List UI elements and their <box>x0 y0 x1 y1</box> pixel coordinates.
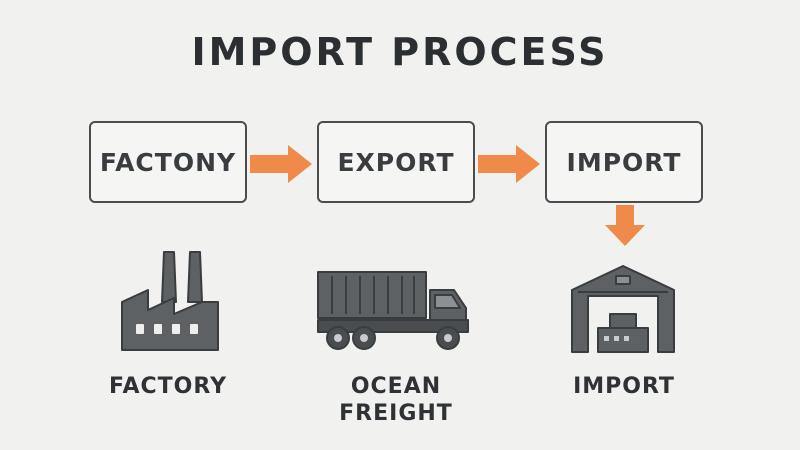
step-label: EXPORT <box>337 147 455 177</box>
step-label: FACTONY <box>99 147 237 177</box>
caption-factory: FACTORY <box>80 373 256 400</box>
caption-line: FACTORY <box>108 374 228 399</box>
warehouse-icon <box>571 265 675 353</box>
diagram-title: IMPORT PROCESS <box>191 30 609 74</box>
truck-icon <box>317 271 469 350</box>
caption-line: OCEAN <box>350 374 442 399</box>
factory-icon <box>121 251 219 351</box>
arrow-down-icon <box>605 205 645 246</box>
caption-line: IMPORT <box>573 374 675 399</box>
step-label: IMPORT <box>566 147 682 177</box>
arrow-right-icon <box>478 145 540 183</box>
caption-line: FREIGHT <box>339 401 453 426</box>
caption-import: IMPORT <box>536 373 712 400</box>
step-box-factory: FACTONY <box>89 121 247 203</box>
caption-ocean-freight: OCEAN FREIGHT <box>308 373 484 427</box>
arrow-right-icon <box>250 145 312 183</box>
step-box-export: EXPORT <box>317 121 475 203</box>
step-box-import: IMPORT <box>545 121 703 203</box>
